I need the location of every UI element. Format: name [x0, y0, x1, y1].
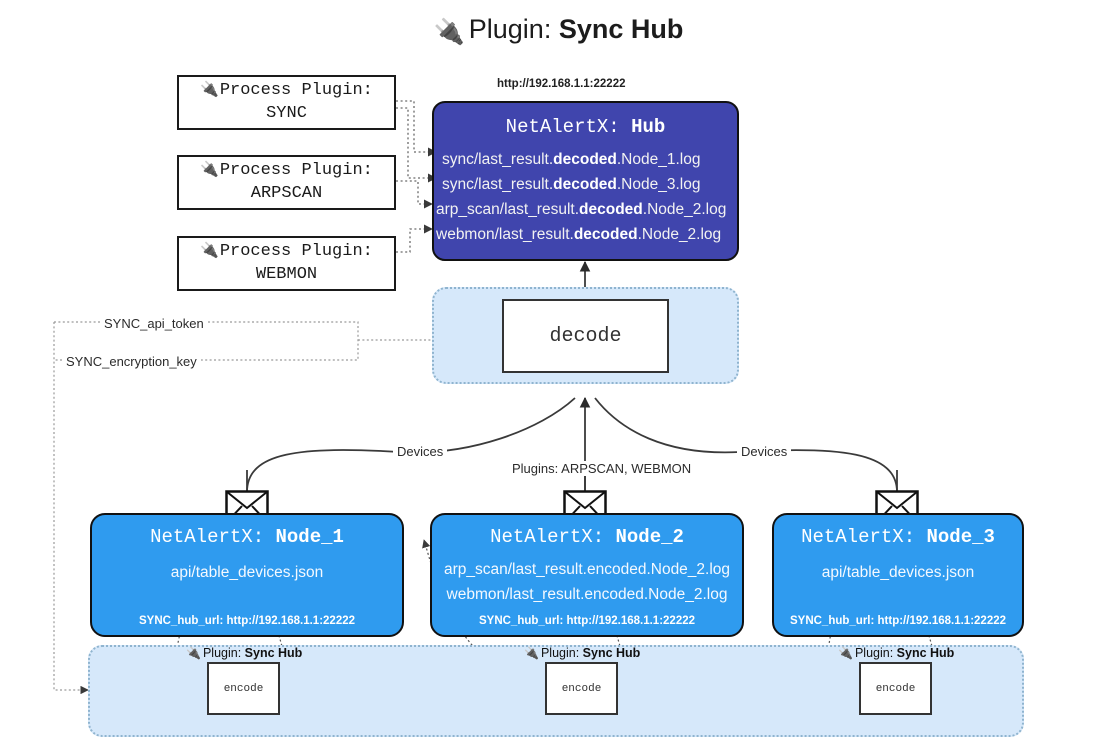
plug-icon: 🔌 [200, 241, 219, 260]
hub-log-row: sync/last_result.decoded.Node_3.log [442, 176, 701, 194]
page-title: 🔌Plugin: Sync Hub [0, 14, 1117, 47]
node3-line: api/table_devices.json [821, 564, 975, 581]
plug-icon: 🔌 [200, 160, 219, 179]
hub-log-list: sync/last_result.decoded.Node_1.log sync… [434, 147, 737, 247]
edge-sync-to-hublog2 [396, 107, 437, 183]
edge-webmon-to-hublog4 [396, 224, 433, 253]
edge-arpscan-to-hublog3 [396, 180, 433, 209]
process-plugin-arpscan-line2: ARPSCAN [250, 184, 323, 203]
hub-log-row: webmon/last_result.decoded.Node_2.log [436, 226, 722, 244]
plug-icon: 🔌 [186, 646, 201, 660]
plug-icon: 🔌 [838, 646, 853, 660]
node1-hub-url: SYNC_hub_url: http://192.168.1.1:22222 [138, 615, 356, 627]
hub-box[interactable]: NetAlertX: Hub sync/last_result.decoded.… [432, 101, 739, 261]
hub-title: NetAlertX: Hub [505, 116, 666, 138]
encoder2-plugin-label: 🔌Plugin: Sync Hub [524, 646, 641, 660]
plug-icon: 🔌 [200, 80, 219, 99]
node1-title: NetAlertX: Node_1 [150, 526, 344, 548]
edge-label-devices-left: Devices [393, 444, 448, 459]
process-plugin-arpscan-line1: Process Plugin: [219, 161, 373, 181]
encode-box-node2[interactable]: encode [545, 662, 618, 715]
node2-line: arp_scan/last_result.encoded.Node_2.log [443, 561, 731, 578]
encoder1-plugin-label: 🔌Plugin: Sync Hub [186, 646, 303, 660]
process-plugin-webmon[interactable]: 🔌Process Plugin: WEBMON [177, 236, 396, 291]
node-box-node1[interactable]: NetAlertX: Node_1 api/table_devices.json… [90, 513, 404, 637]
node2-line: webmon/last_result.encoded.Node_2.log [446, 585, 728, 603]
encode-box-node1[interactable]: encode [207, 662, 280, 715]
plug-icon: 🔌 [524, 646, 539, 660]
process-plugin-arpscan[interactable]: 🔌Process Plugin: ARPSCAN [177, 155, 396, 210]
process-plugin-webmon-line1: Process Plugin: [219, 242, 373, 262]
node-box-node3[interactable]: NetAlertX: Node_3 api/table_devices.json… [772, 513, 1024, 637]
decode-box[interactable]: decode [502, 299, 669, 373]
node2-title: NetAlertX: Node_2 [490, 526, 684, 548]
node3-title: NetAlertX: Node_3 [801, 526, 995, 548]
process-plugin-sync-line2: SYNC [266, 104, 307, 123]
node1-line: api/table_devices.json [170, 564, 324, 581]
secret-label-api-token: SYNC_api_token [100, 316, 208, 331]
node-box-node2[interactable]: NetAlertX: Node_2 arp_scan/last_result.e… [430, 513, 744, 637]
edge-sync-to-hublog1 [396, 100, 437, 157]
encode-box-node3[interactable]: encode [859, 662, 932, 715]
process-plugin-sync[interactable]: 🔌Process Plugin: SYNC [177, 75, 396, 130]
encoder3-plugin-label: 🔌Plugin: Sync Hub [838, 646, 955, 660]
edge-label-plugins-middle: Plugins: ARPSCAN, WEBMON [508, 461, 696, 476]
edge-secrets-to-encoders [53, 322, 89, 695]
page-title-lead: Plugin: [468, 14, 559, 44]
process-plugin-webmon-line2: WEBMON [255, 265, 318, 284]
node2-hub-url: SYNC_hub_url: http://192.168.1.1:22222 [478, 615, 696, 627]
page-title-strong: Sync Hub [558, 14, 684, 44]
secret-label-encryption-key: SYNC_encryption_key [62, 354, 201, 369]
edge-label-devices-right: Devices [737, 444, 792, 459]
plug-icon: 🔌 [433, 18, 465, 46]
node3-hub-url: SYNC_hub_url: http://192.168.1.1:22222 [789, 615, 1007, 627]
hub-url-caption: http://192.168.1.1:22222 [497, 78, 626, 90]
process-plugin-sync-line1: Process Plugin: [219, 81, 373, 101]
hub-log-row: arp_scan/last_result.decoded.Node_2.log [436, 201, 727, 219]
hub-log-row: sync/last_result.decoded.Node_1.log [442, 151, 701, 168]
